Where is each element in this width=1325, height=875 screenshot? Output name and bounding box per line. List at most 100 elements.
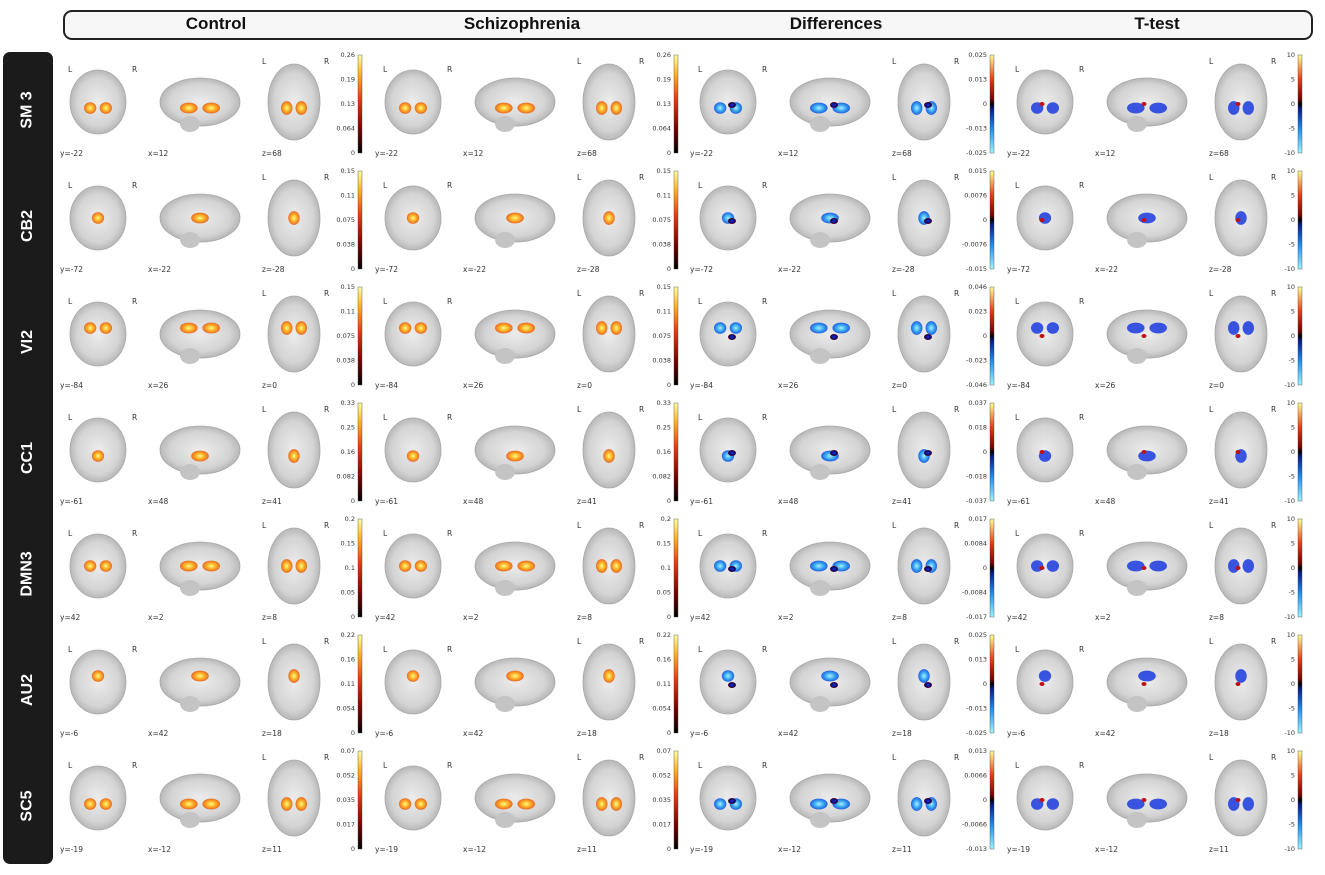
orientation-left-label: L <box>1015 645 1020 654</box>
orientation-left-label: L <box>577 173 582 182</box>
colorbar <box>673 634 679 734</box>
column-title-ttest: T-test <box>1134 14 1180 33</box>
colorbar <box>673 518 679 618</box>
orientation-right-label: R <box>954 57 959 66</box>
activation-blob <box>810 322 828 334</box>
colorbar-tick-label: -10 <box>1284 613 1295 621</box>
colorbar-tick-label: 0 <box>1291 796 1295 804</box>
orientation-right-label: R <box>1079 65 1084 74</box>
colorbar-tick-label: 0.2 <box>661 515 671 523</box>
activation-blob <box>610 101 623 115</box>
colorbar-tick-label: -0.023 <box>966 357 987 365</box>
colorbar-tick-label: -5 <box>1289 241 1295 249</box>
brain-sagittal-slice <box>1106 657 1188 707</box>
orientation-left-label: L <box>383 529 388 538</box>
activation-blob <box>180 798 198 810</box>
column-title-control: Control <box>185 14 247 33</box>
colorbar-tick-label: -10 <box>1284 265 1295 273</box>
slice-coordinate-label: x=-12 <box>1095 845 1118 854</box>
colorbar-tick-label: 5 <box>1291 192 1295 200</box>
activation-blob <box>180 102 198 114</box>
colorbar-tick-label: 0 <box>1291 448 1295 456</box>
colorbar-tick-label: 0.037 <box>968 399 987 407</box>
colorbar-tick-label: 0.25 <box>341 424 355 432</box>
slice-coordinate-label: z=18 <box>1209 729 1229 738</box>
activation-blob <box>924 566 932 572</box>
orientation-left-label: L <box>1015 529 1020 538</box>
colorbar-tick-label: 0.11 <box>657 192 671 200</box>
activation-blob <box>1046 322 1059 334</box>
colorbar-tick-label: 0.15 <box>341 540 355 548</box>
activation-blob <box>596 321 608 335</box>
cerebellum-shape <box>495 580 515 596</box>
activation-blob <box>495 322 513 334</box>
brain-axial-slice <box>582 759 636 837</box>
activation-blob <box>1127 322 1145 334</box>
colorbar-tick-label: 0.15 <box>341 283 355 291</box>
colorbar <box>357 634 363 734</box>
orientation-left-label: L <box>262 173 267 182</box>
orientation-left-label: L <box>577 521 582 530</box>
brain-coronal-slice <box>69 533 127 599</box>
orientation-left-label: L <box>68 761 73 770</box>
activation-blob <box>830 102 838 108</box>
colorbar-tick-label: -0.025 <box>966 149 987 157</box>
colorbar-tick-label: 0 <box>1291 100 1295 108</box>
orientation-left-label: L <box>262 405 267 414</box>
cerebellum-shape <box>810 116 830 132</box>
activation-blob <box>596 101 608 115</box>
activation-blob <box>1242 101 1254 115</box>
activation-blob <box>1127 798 1145 810</box>
activation-blob <box>1242 797 1254 811</box>
colorbar-tick-label: 0 <box>983 796 987 804</box>
brain-coronal-slice <box>384 69 442 135</box>
slice-coordinate-label: x=48 <box>463 497 483 506</box>
activation-blob <box>1235 450 1241 454</box>
orientation-left-label: L <box>698 413 703 422</box>
orientation-left-label: L <box>68 181 73 190</box>
colorbar-tick-label: 0.19 <box>341 76 355 84</box>
orientation-left-label: L <box>262 57 267 66</box>
activation-blob <box>918 669 930 683</box>
colorbar-tick-label: 0.16 <box>657 448 671 456</box>
activation-blob <box>1039 334 1045 338</box>
colorbar-tick-label: 5 <box>1291 540 1295 548</box>
colorbar-tick-label: 0.33 <box>657 399 671 407</box>
orientation-right-label: R <box>1079 761 1084 770</box>
slice-coordinate-label: y=-19 <box>60 845 83 854</box>
slice-coordinate-label: z=-28 <box>1209 265 1232 274</box>
cerebellum-shape <box>1127 232 1147 248</box>
colorbar-tick-label: 0.075 <box>336 332 355 340</box>
orientation-right-label: R <box>639 173 644 182</box>
orientation-left-label: L <box>577 57 582 66</box>
cerebellum-shape <box>495 348 515 364</box>
activation-blob <box>1038 212 1052 224</box>
activation-blob <box>830 798 838 804</box>
activation-blob <box>517 102 535 114</box>
activation-blob <box>99 798 112 810</box>
slice-coordinate-label: x=42 <box>148 729 168 738</box>
slice-coordinate-label: y=-84 <box>375 381 398 390</box>
brain-sagittal-slice <box>474 77 556 127</box>
colorbar-tick-label: 0.11 <box>341 192 355 200</box>
activation-blob <box>295 321 307 335</box>
colorbar-tick-label: 0 <box>351 265 355 273</box>
slice-coordinate-label: z=8 <box>262 613 277 622</box>
activation-blob <box>603 669 615 683</box>
orientation-left-label: L <box>577 753 582 762</box>
orientation-left-label: L <box>892 753 897 762</box>
activation-blob <box>1228 321 1240 335</box>
brain-sagittal-slice <box>159 425 241 475</box>
orientation-left-label: L <box>1015 761 1020 770</box>
colorbar <box>673 750 679 850</box>
activation-blob <box>288 449 300 463</box>
brain-coronal-slice <box>699 301 757 367</box>
activation-blob <box>1127 102 1145 114</box>
